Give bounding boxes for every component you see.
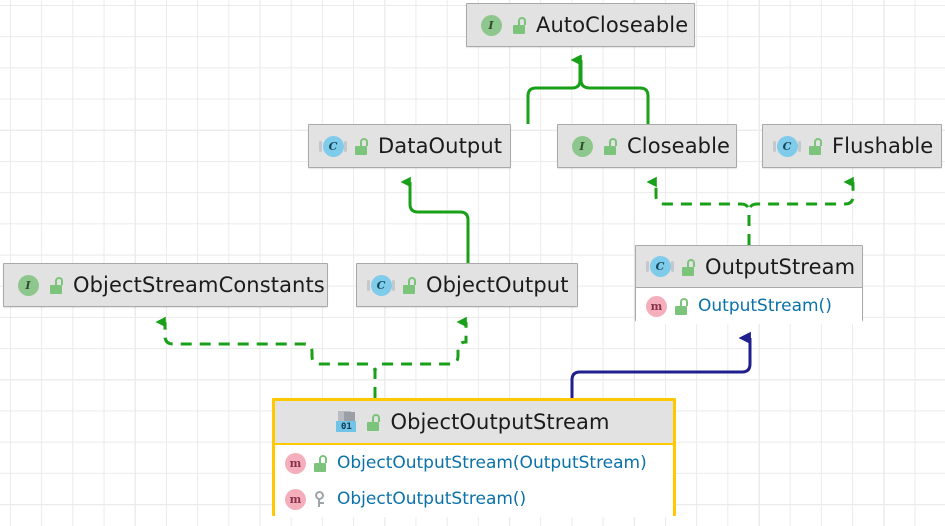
edge-outputstream-to-flushable: [747, 176, 855, 245]
public-lock-icon: [673, 297, 690, 315]
binary-file-icon-label: 01: [336, 421, 357, 432]
node-title: Flushable: [832, 134, 934, 158]
public-lock-icon: [48, 276, 65, 294]
edge-objectoutput-to-dataoutput: [400, 176, 470, 263]
edge-objectoutputstream-to-objectoutput: [373, 316, 468, 398]
member-row[interactable]: m ObjectOutputStream(): [275, 481, 673, 517]
edge-outputstream-to-closeable: [646, 176, 751, 245]
node-autocloseable[interactable]: I AutoCloseable: [466, 3, 695, 47]
node-title: Closeable: [627, 134, 731, 158]
class-icon: C: [367, 274, 395, 296]
node-flushable[interactable]: C Flushable: [762, 124, 942, 168]
interface-icon: I: [14, 274, 42, 296]
public-lock-icon: [365, 413, 382, 431]
node-title-row: C Flushable: [763, 125, 941, 167]
method-icon: m: [285, 452, 306, 474]
node-outputstream[interactable]: C OutputStream m OutputStream(): [635, 245, 863, 324]
edge-objectoutputstream-to-outputstream: [570, 331, 752, 398]
class-icon: C: [646, 256, 674, 277]
public-lock-icon: [680, 258, 697, 276]
member-label: ObjectOutputStream(OutputStream): [337, 453, 647, 473]
interface-icon: I: [568, 135, 596, 157]
method-icon: m: [285, 488, 306, 510]
class-icon: C: [773, 135, 801, 157]
edge-objectoutputstream-to-objectstreamconstants: [155, 316, 377, 398]
public-lock-icon: [353, 137, 370, 155]
node-title: ObjectOutputStream: [390, 410, 610, 434]
node-title-row: C ObjectOutput: [357, 264, 577, 306]
node-title-row: 01 ObjectOutputStream: [275, 401, 673, 445]
node-title-row: I AutoCloseable: [467, 4, 694, 46]
interface-icon: I: [477, 14, 505, 36]
node-objectstreamconstants[interactable]: I ObjectStreamConstants: [3, 263, 328, 307]
node-title-row: C DataOutput: [309, 125, 510, 167]
edge-closeable-to-autocloseable: [571, 54, 650, 124]
public-lock-icon: [312, 454, 329, 472]
edge-dataoutput-to-autocloseable: [526, 54, 582, 124]
node-title: ObjectOutput: [426, 273, 569, 297]
node-dataoutput[interactable]: C DataOutput: [308, 124, 511, 168]
node-closeable[interactable]: I Closeable: [557, 124, 737, 168]
class-icon: C: [319, 135, 347, 157]
node-title: DataOutput: [378, 134, 503, 158]
node-title: OutputStream: [705, 254, 856, 279]
member-label: OutputStream(): [698, 296, 832, 316]
node-title-row: C OutputStream: [636, 246, 862, 288]
node-title-row: I Closeable: [558, 125, 736, 167]
public-lock-icon: [401, 276, 418, 294]
node-title: ObjectStreamConstants: [73, 273, 325, 297]
member-row[interactable]: m OutputStream(): [636, 288, 862, 324]
member-label: ObjectOutputStream(): [337, 489, 527, 509]
node-title: AutoCloseable: [536, 13, 689, 37]
private-key-icon: [312, 490, 329, 508]
member-row[interactable]: m ObjectOutputStream(OutputStream): [275, 445, 673, 481]
public-lock-icon: [602, 137, 619, 155]
public-lock-icon: [511, 16, 528, 34]
public-lock-icon: [807, 137, 824, 155]
node-objectoutput[interactable]: C ObjectOutput: [356, 263, 578, 307]
node-objectoutputstream[interactable]: 01 ObjectOutputStream m ObjectOutputStre…: [272, 398, 676, 517]
method-icon: m: [646, 295, 667, 317]
binary-file-icon: 01: [336, 411, 358, 433]
node-title-row: I ObjectStreamConstants: [4, 264, 327, 306]
